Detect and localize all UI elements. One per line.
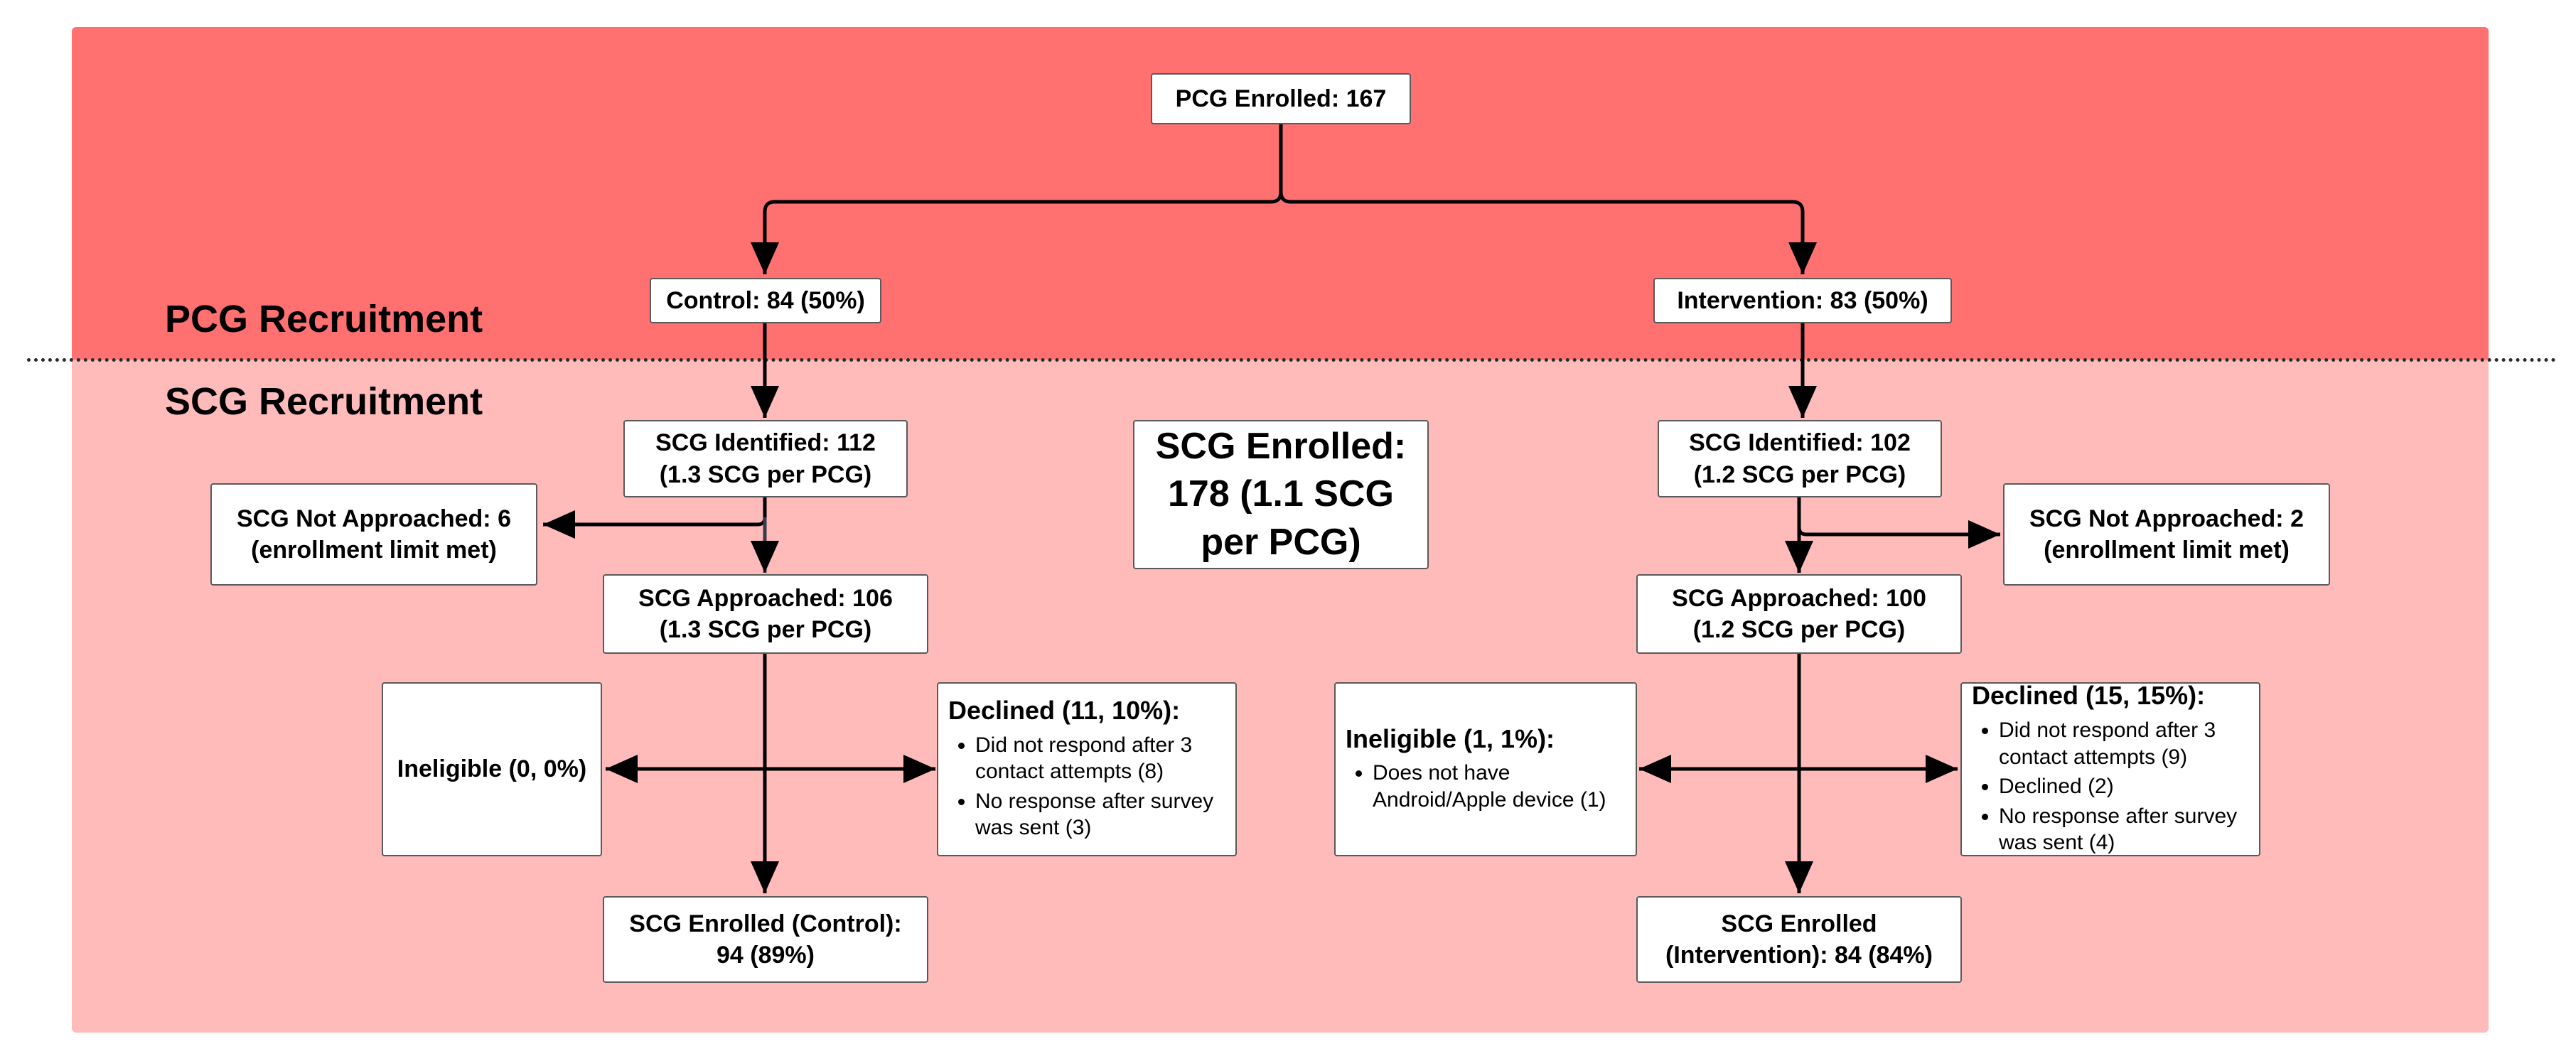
scg-enrolled-total-line-2: 178 (1.1 SCG [1168, 473, 1394, 515]
intervention-box: Intervention: 83 (50%) [1653, 278, 1952, 323]
intervention-declined-title: Declined (15, 15%): [1972, 681, 2206, 711]
control-enrolled-line-2: 94 (89%) [717, 942, 815, 969]
control-declined-list: Did not respond after 3 contact attempts… [948, 732, 1225, 844]
control-identified-line-1: SCG Identified: 112 [655, 429, 876, 457]
scg-enrolled-total-line-1: SCG Enrolled: [1155, 425, 1407, 467]
section-divider [27, 358, 2558, 362]
control-approached-line-2: (1.3 SCG per PCG) [659, 616, 872, 643]
intervention-declined-item: Declined (2) [1999, 773, 2249, 800]
intervention-approached-box: SCG Approached: 100 (1.2 SCG per PCG) [1636, 574, 1962, 654]
control-not-approached-box: SCG Not Approached: 6 (enrollment limit … [210, 483, 537, 586]
arrow-to-not-approached-control [543, 497, 767, 539]
intervention-approached-line-1: SCG Approached: 100 [1672, 584, 1926, 612]
arrow-to-not-approached-intervention [1797, 497, 2000, 549]
control-ineligible-box: Ineligible (0, 0%) [382, 682, 602, 856]
intervention-ineligible-box: Ineligible (1, 1%): Does not have Androi… [1334, 682, 1637, 856]
control-enrolled-box: SCG Enrolled (Control): 94 (89%) [603, 896, 928, 983]
control-identified-box: SCG Identified: 112 (1.3 SCG per PCG) [623, 420, 908, 497]
control-approached-box: SCG Approached: 106 (1.3 SCG per PCG) [603, 574, 928, 654]
control-identified-line-2: (1.3 SCG per PCG) [659, 461, 872, 488]
pcg-enrolled-label: PCG Enrolled: 167 [1175, 85, 1387, 112]
intervention-ineligible-item: Does not have Android/Apple device (1) [1373, 760, 1626, 813]
intervention-approached-line-2: (1.2 SCG per PCG) [1692, 616, 1906, 643]
intervention-identified-line-1: SCG Identified: 102 [1689, 429, 1911, 457]
scg-enrolled-total-box: SCG Enrolled: 178 (1.1 SCG per PCG) [1133, 420, 1429, 569]
intervention-enrolled-line-1: SCG Enrolled [1721, 910, 1877, 937]
scg-enrolled-total-line-3: per PCG) [1201, 521, 1361, 563]
intervention-ineligible-list: Does not have Android/Apple device (1) [1346, 760, 1626, 816]
pcg-section-title: PCG Recruitment [165, 298, 483, 340]
intervention-identified-box: SCG Identified: 102 (1.2 SCG per PCG) [1658, 420, 1942, 497]
intervention-ineligible-title: Ineligible (1, 1%): [1346, 723, 1555, 753]
control-box: Control: 84 (50%) [650, 278, 881, 323]
arrow-to-intervention [1279, 191, 1817, 274]
arrow-to-control [751, 124, 1283, 274]
control-declined-box: Declined (11, 10%): Did not respond afte… [937, 682, 1237, 856]
intervention-not-approached-line-2: (enrollment limit met) [2044, 537, 2290, 564]
control-not-approached-line-2: (enrollment limit met) [251, 537, 497, 564]
intervention-enrolled-line-2: (Intervention): 84 (84%) [1665, 942, 1933, 969]
control-enrolled-line-1: SCG Enrolled (Control): [629, 910, 902, 937]
intervention-enrolled-box: SCG Enrolled (Intervention): 84 (84%) [1636, 896, 1962, 983]
intervention-not-approached-line-1: SCG Not Approached: 2 [2029, 505, 2304, 532]
control-not-approached-line-1: SCG Not Approached: 6 [237, 505, 511, 532]
control-declined-title: Declined (11, 10%): [948, 696, 1181, 726]
control-ineligible-label: Ineligible (0, 0%) [397, 755, 587, 783]
pcg-enrolled-box: PCG Enrolled: 167 [1151, 73, 1411, 124]
intervention-declined-box: Declined (15, 15%): Did not respond afte… [1960, 681, 2260, 859]
intervention-identified-line-2: (1.2 SCG per PCG) [1693, 461, 1906, 488]
scg-section-title: SCG Recruitment [165, 380, 483, 423]
control-approached-line-1: SCG Approached: 106 [638, 584, 893, 612]
intervention-declined-item: Did not respond after 3 contact attempts… [1999, 717, 2249, 770]
intervention-declined-item: No response after survey was sent (4) [1999, 803, 2249, 856]
control-label: Control: 84 (50%) [666, 286, 865, 314]
intervention-label: Intervention: 83 (50%) [1677, 286, 1928, 314]
control-declined-item: Did not respond after 3 contact attempts… [975, 732, 1225, 785]
control-declined-item: No response after survey was sent (3) [975, 788, 1225, 841]
intervention-declined-list: Did not respond after 3 contact attempts… [1972, 717, 2249, 859]
intervention-not-approached-box: SCG Not Approached: 2 (enrollment limit … [2003, 483, 2330, 586]
